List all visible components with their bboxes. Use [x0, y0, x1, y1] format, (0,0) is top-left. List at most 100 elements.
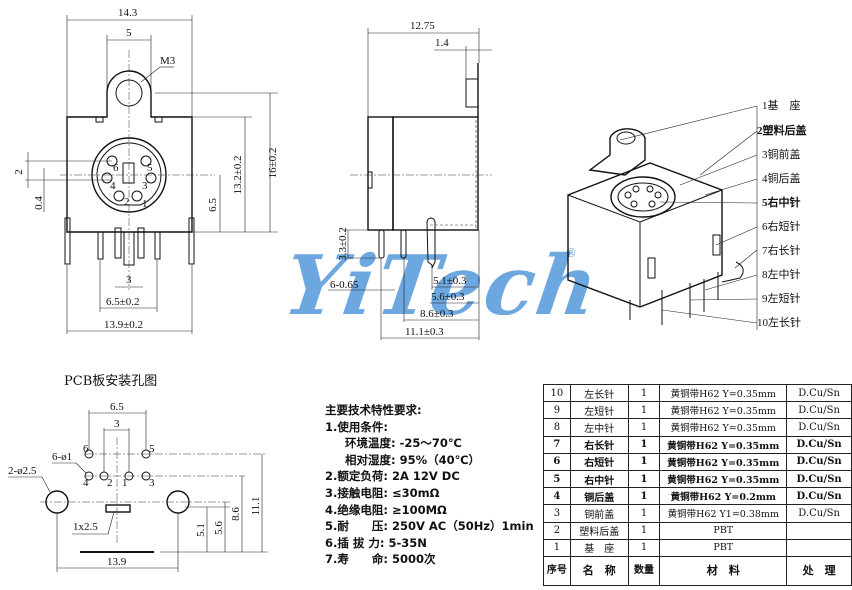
cell-finish: D.Cu/Sn [786, 401, 852, 420]
cell-name: 左长针 [569, 383, 629, 403]
parts-legend: 1基 座 2塑料后盖 3铜前盖 4铜后盖 5右中针 6右短针 7右长针 8左中针… [619, 98, 807, 330]
legend-item: 2塑料后盖 [757, 123, 807, 137]
dim-6-5: 6.5 [110, 401, 124, 413]
dim-5-1: 5.1 [195, 523, 207, 537]
cell-finish: D.Cu/Sn [786, 418, 852, 437]
hole-label: 6 [83, 443, 89, 455]
cell-name: 塑料后盖 [569, 521, 629, 540]
cell-no: 7 [543, 435, 571, 454]
technical-specs: 主要技术特性要求: 1.使用条件: 环境温度: -25～70℃ 相对湿度: 95… [325, 402, 534, 568]
cell-qty: 1 [627, 452, 661, 471]
cell-qty: 1 [627, 401, 661, 420]
cell-no: 1 [543, 538, 571, 557]
dim-5-1: 5.1±0.3 [433, 275, 467, 287]
cell-name: 右短针 [569, 452, 629, 471]
spec-line: 2.额定负荷: 2A 12V DC [325, 469, 460, 484]
cell-qty: 1 [627, 521, 661, 540]
cell-finish [786, 538, 852, 557]
cell-no: 3 [543, 504, 571, 523]
header-cell: 序号 [543, 555, 571, 586]
dim-depth: 12.75 [410, 20, 435, 32]
thread-label: M3 [160, 55, 176, 67]
cell-finish: D.Cu/Sn [786, 487, 852, 506]
cell-material: 黄铜带H62 Y=0.2mm [659, 487, 788, 506]
cell-no: 6 [543, 452, 571, 471]
dim-tab: 5 [126, 27, 132, 39]
dim-11-1: 11.1 [250, 497, 262, 516]
cell-material: 黄铜带H62 Y=0.35mm [659, 469, 788, 489]
cell-finish: D.Cu/Sn [786, 383, 852, 403]
dim-base: 13.9±0.2 [104, 319, 143, 331]
table-header-row: 序号名 称数量材 料处 理 [543, 555, 852, 586]
cell-material: 黄铜带H62 Y=0.35mm [659, 401, 788, 420]
bottom-pins [64, 217, 195, 266]
cell-qty: 1 [627, 504, 661, 523]
specs-title: 主要技术特性要求: [325, 403, 422, 417]
legend-item: 5右中针 [762, 195, 801, 209]
dim-pin-diameter: 6-0.65 [330, 279, 359, 291]
cell-material: 黄铜带H62 Y=0.35mm [659, 452, 788, 471]
cell-name: 左中针 [569, 418, 629, 437]
dim-tab-side: 1.4 [435, 37, 449, 49]
cell-finish: D.Cu/Sn [786, 469, 852, 489]
cell-finish [786, 521, 852, 540]
pin-label: 6 [113, 162, 119, 174]
legend-item: 3铜前盖 [762, 147, 801, 161]
dim-3: 3 [114, 418, 120, 430]
dim-5-6: 5.6±0.3 [431, 291, 465, 303]
cell-name: 基 座 [569, 538, 629, 557]
pin-label: 2 [124, 196, 130, 208]
dim-8-6: 8.6 [230, 507, 242, 521]
slot-label: 1x2.5 [73, 521, 98, 533]
spec-line: 相对湿度: 95%（40℃） [345, 452, 481, 467]
legend-item: 8左中针 [762, 267, 801, 281]
spec-line: 6.插 拔 力: 5-35N [325, 535, 427, 550]
dim-13-9: 13.9 [107, 556, 127, 568]
dim-pin-offset: 2 [13, 169, 25, 175]
socket-pins [101, 155, 157, 202]
cell-name: 右长针 [569, 435, 629, 454]
cell-no: 5 [543, 469, 571, 489]
isometric-view [567, 128, 744, 325]
dim-center-height: 6.5 [207, 198, 219, 212]
header-cell: 处 理 [786, 555, 852, 586]
spec-line: 环境温度: -25～70℃ [345, 436, 462, 451]
dim-5-6: 5.6 [213, 521, 225, 535]
cell-qty: 1 [627, 487, 661, 506]
cell-no: 8 [543, 418, 571, 437]
cell-material: 黄铜带H62 Y=0.35mm [659, 435, 788, 454]
pin-label: 5 [147, 162, 153, 174]
cell-qty: 1 [627, 469, 661, 489]
cell-qty: 1 [627, 418, 661, 437]
cell-no: 4 [543, 487, 571, 506]
cell-name: 铜前盖 [569, 504, 629, 523]
pcb-hole-layout: 6 5 4 2 1 3 6.5 3 6-ø1 2-ø2.5 1x2.5 5.1 … [8, 401, 268, 572]
legend-item: 4铜后盖 [762, 171, 801, 185]
hole-label: 3 [149, 477, 155, 489]
legend-item: 6右短针 [762, 219, 801, 233]
dim-pin-65: 6.5±0.2 [106, 296, 140, 308]
cell-qty: 1 [627, 538, 661, 557]
pcb-layout-title: PCB板安装孔图 [64, 374, 158, 389]
dim-11-1: 11.1±0.3 [405, 326, 444, 338]
spec-line: 3.接触电阻: ≤30mΩ [325, 485, 440, 500]
spec-line: 7.寿 命: 5000次 [325, 552, 436, 567]
pin-label: 1 [142, 198, 148, 210]
dim-pin-3: 3 [126, 274, 132, 286]
cell-material: 黄铜带H62 Y1=0.38mm [659, 504, 788, 523]
spec-line: 5.耐 压: 250V AC（50Hz）1min [325, 519, 534, 534]
cell-finish: D.Cu/Sn [786, 435, 852, 454]
legend-item: 9左短针 [762, 291, 801, 305]
legend-item: 1基 座 [762, 98, 801, 112]
cell-no: 10 [543, 383, 571, 403]
